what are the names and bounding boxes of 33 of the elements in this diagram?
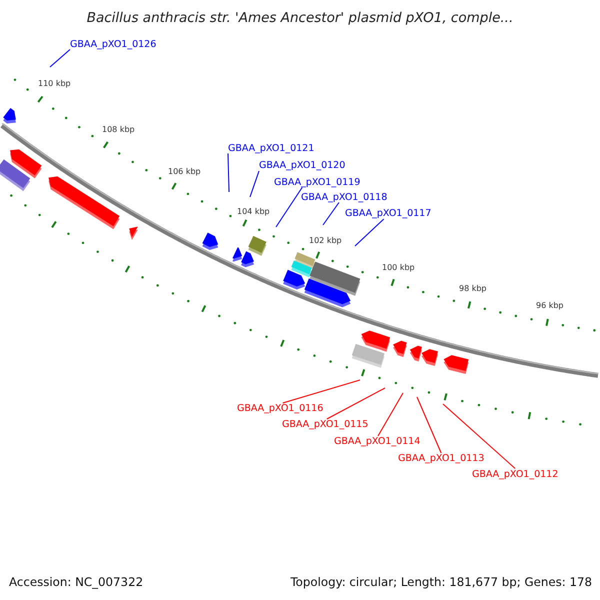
leader-line (322, 202, 340, 226)
tick-label: 102 kbp (309, 236, 342, 244)
gene-label: GBAA_pXO1_0121 (228, 142, 314, 154)
gene-label: GBAA_pXO1_0115 (282, 419, 368, 430)
tick-label: 98 kbp (459, 284, 487, 292)
leader-line (282, 380, 360, 404)
leader-line (250, 170, 260, 198)
tick-label: 108 kbp (102, 124, 135, 134)
leader-line (378, 392, 404, 436)
leader-line (276, 187, 303, 228)
tick-label: 110 kbp (38, 78, 71, 88)
gene-label: GBAA_pXO1_0118 (301, 192, 388, 202)
leader-line (416, 396, 442, 454)
gene-label: GBAA_pXO1_0112 (472, 468, 558, 480)
gene-label: GBAA_pXO1_0126 (70, 38, 156, 50)
gene-label: GBAA_pXO1_0119 (274, 176, 360, 188)
leader-line (326, 388, 386, 420)
gene-label: GBAA_pXO1_0117 (345, 208, 432, 219)
tick-label: 106 kbp (168, 167, 201, 176)
gene-label: GBAA_pXO1_0114 (334, 436, 420, 447)
gene-label: GBAA_pXO1_0120 (259, 160, 346, 171)
title: Bacillus anthracis str. 'Ames Ancestor' plasmid pXO1, comple... (86, 10, 514, 26)
accession-text: Accession: NC_007322 (9, 575, 144, 589)
tick-label: 96 kbp (536, 301, 564, 310)
leader-line (354, 218, 384, 246)
tick-label: 100 kbp (382, 262, 415, 272)
leader-line (228, 153, 230, 192)
genome-summary: Topology: circular; Length: 181,677 bp; Genes: 178 (290, 575, 592, 589)
gene-label: GBAA_pXO1_0113 (398, 453, 484, 464)
tick-label: 104 kbp (237, 207, 270, 216)
leader-line (442, 404, 516, 469)
leader-line (50, 49, 70, 68)
gene-label: GBAA_pXO1_0116 (237, 403, 324, 414)
